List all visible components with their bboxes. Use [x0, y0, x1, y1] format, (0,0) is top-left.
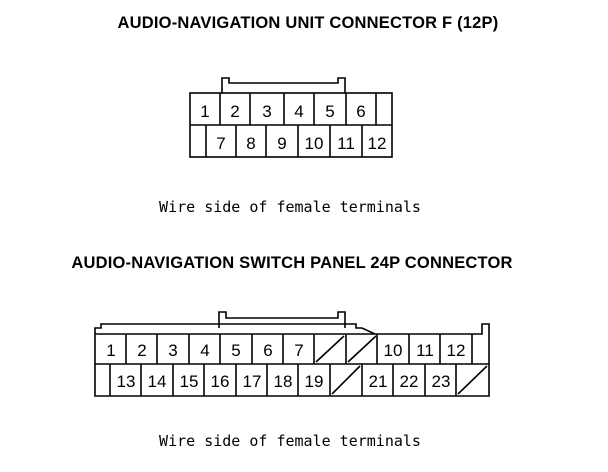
connector-f-lock-tab — [221, 77, 346, 93]
connector-24p-pins-row1: 1 2 3 4 5 6 7 10 11 12 — [106, 341, 465, 360]
pin-label: 6 — [263, 341, 272, 360]
pin-label: 1 — [106, 341, 115, 360]
pin-label: 8 — [246, 134, 255, 153]
pin-label: 12 — [447, 341, 466, 360]
pin-label: 12 — [368, 134, 387, 153]
pin-label: 7 — [294, 341, 303, 360]
pin-label: 17 — [243, 372, 262, 391]
pin-label: 4 — [294, 102, 303, 121]
pin-label: 16 — [211, 372, 230, 391]
pin-label: 18 — [274, 372, 293, 391]
connector-24p-title: AUDIO-NAVIGATION SWITCH PANEL 24P CONNEC… — [71, 254, 513, 272]
connector-f-title: AUDIO-NAVIGATION UNIT CONNECTOR F (12P) — [117, 14, 499, 32]
pin-label: 2 — [137, 341, 146, 360]
pin-label: 5 — [325, 102, 334, 121]
pin-label: 3 — [262, 102, 271, 121]
connector-24p-pins-row2: 13 14 15 16 17 18 19 21 22 23 — [117, 372, 451, 391]
pin-label: 2 — [230, 102, 239, 121]
pin-label: 9 — [277, 134, 286, 153]
pin-label: 5 — [231, 341, 240, 360]
blocked-cavity — [457, 365, 488, 395]
pin-label: 23 — [432, 372, 451, 391]
blocked-cavity — [331, 365, 361, 395]
connector-f-body — [189, 77, 393, 158]
blocked-cavity — [315, 335, 345, 363]
pin-label: 6 — [356, 102, 365, 121]
connector-f-pins-row1: 1 2 3 4 5 6 — [200, 102, 365, 121]
pin-label: 11 — [337, 134, 355, 153]
pin-label: 13 — [117, 372, 136, 391]
pin-label: 10 — [305, 134, 324, 153]
pin-label: 15 — [180, 372, 199, 391]
blocked-cavity — [347, 335, 377, 363]
pin-label: 3 — [168, 341, 177, 360]
pin-label: 4 — [200, 341, 209, 360]
connector-f-pins-row2: 7 8 9 10 11 12 — [216, 134, 386, 153]
pin-label: 10 — [384, 341, 403, 360]
pin-label: 14 — [148, 372, 167, 391]
pin-label: 21 — [369, 372, 388, 391]
pin-label: 19 — [305, 372, 324, 391]
pin-label: 11 — [416, 341, 434, 360]
connector-f-caption: Wire side of female terminals — [159, 198, 421, 216]
connector-24p-caption: Wire side of female terminals — [159, 432, 421, 450]
pin-label: 7 — [216, 134, 225, 153]
connector-24p-body — [94, 311, 490, 397]
pin-label: 22 — [400, 372, 419, 391]
pin-label: 1 — [200, 102, 209, 121]
connector-24p-lock-tab — [218, 311, 346, 328]
